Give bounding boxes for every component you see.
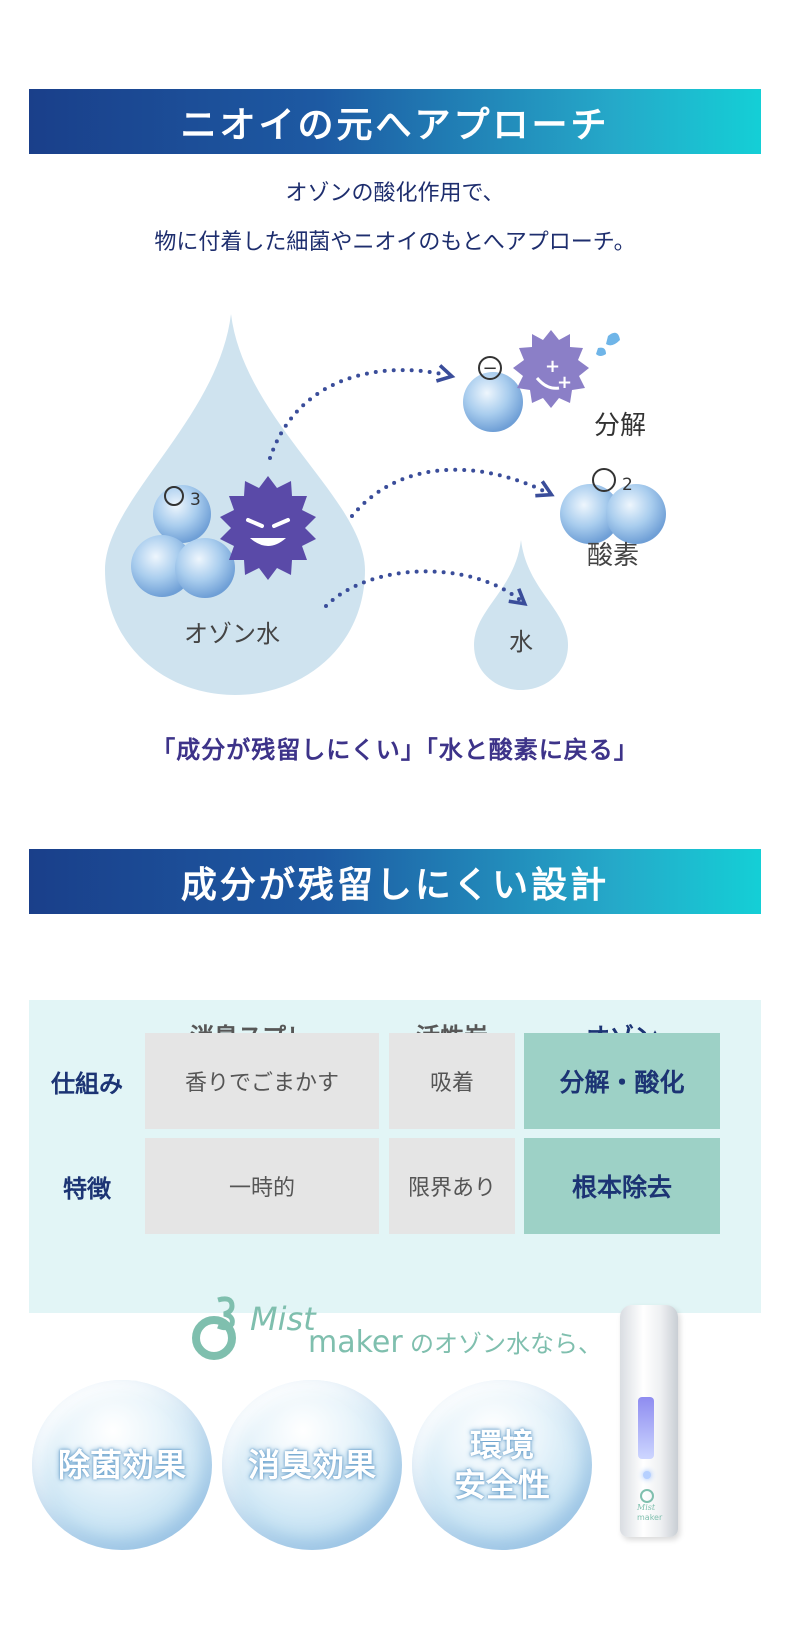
device-window <box>638 1397 654 1459</box>
tagline: 「成分が残留しにくい」「水と酸素に戻る」 <box>151 736 639 764</box>
svg-text:+: + <box>557 372 572 393</box>
cell-feature-charcoal: 限界あり <box>389 1138 515 1234</box>
cell-mechanism-ozone: 分解・酸化 <box>524 1033 720 1129</box>
ozone-sub: 3 <box>190 490 201 510</box>
device-label-line2: maker <box>637 1513 663 1522</box>
splash-icon <box>596 332 620 356</box>
device-logo-icon <box>640 1489 654 1503</box>
svg-text:−: − <box>482 358 497 379</box>
ozone-diagram: 3 オゾン水 − + + 分解 2 酸素 水 <box>105 314 666 695</box>
oxygen-sub: 2 <box>622 475 633 495</box>
brand-script: Mist <box>250 1300 317 1338</box>
decompose-sphere <box>463 372 523 432</box>
oxygen-sphere-2 <box>606 484 666 544</box>
mist-maker-device: Mist maker <box>620 1305 678 1537</box>
svg-text:+: + <box>545 356 560 377</box>
section-title-text: ニオイの元へアプローチ <box>180 103 610 146</box>
oxygen-sphere-1 <box>560 484 620 544</box>
cell-feature-ozone: 根本除去 <box>524 1138 720 1234</box>
lead-line-1: オゾンの酸化作用で、 <box>285 181 505 206</box>
arrow-to-decompose <box>268 364 456 460</box>
benefit-deodorization: 消臭効果 <box>222 1380 402 1550</box>
o3-logo-icon <box>192 1296 236 1360</box>
cell-mechanism-spray: 香りでごまかす <box>145 1033 379 1129</box>
benefit-environment-safety: 環境安全性 <box>412 1380 592 1550</box>
section-title-design: 成分が残留しにくい設計 <box>29 849 761 914</box>
comparison-table: 消臭スプレー 活性炭 オゾン 仕組み 香りでごまかす 吸着 分解・酸化 特徴 一… <box>29 1000 761 1313</box>
ozone-sphere-1 <box>153 485 211 543</box>
section-title-approach: ニオイの元へアプローチ <box>29 89 761 154</box>
device-label-line1: Mist <box>637 1503 656 1512</box>
row-label-mechanism: 仕組み <box>51 1069 123 1098</box>
water-drop <box>474 540 568 690</box>
ozone-sphere-3 <box>175 538 235 598</box>
brand-suffix: のオゾン水なら、 <box>410 1330 602 1358</box>
brand-maker: maker <box>308 1325 403 1360</box>
cell-mechanism-charcoal: 吸着 <box>389 1033 515 1129</box>
germ-icon <box>220 476 316 580</box>
brand-logo: Mist maker のオゾン水なら、 <box>192 1296 602 1360</box>
water-label: 水 <box>509 628 533 656</box>
arrow-to-oxygen <box>350 467 555 518</box>
oxygen-label: 酸素 <box>587 541 639 571</box>
benefit-sterilization: 除菌効果 <box>32 1380 212 1550</box>
broken-germ-icon: + + <box>513 330 589 408</box>
cell-feature-spray: 一時的 <box>145 1138 379 1234</box>
ozone-sphere-2 <box>131 535 193 597</box>
lead-line-2: 物に付着した細菌やニオイのもとへアプローチ。 <box>154 230 636 255</box>
ozone-water-label: オゾン水 <box>184 620 280 648</box>
decompose-label: 分解 <box>594 411 646 441</box>
row-label-feature: 特徴 <box>63 1174 111 1203</box>
device-button <box>643 1471 651 1479</box>
section-title-text: 成分が残留しにくい設計 <box>180 863 610 906</box>
